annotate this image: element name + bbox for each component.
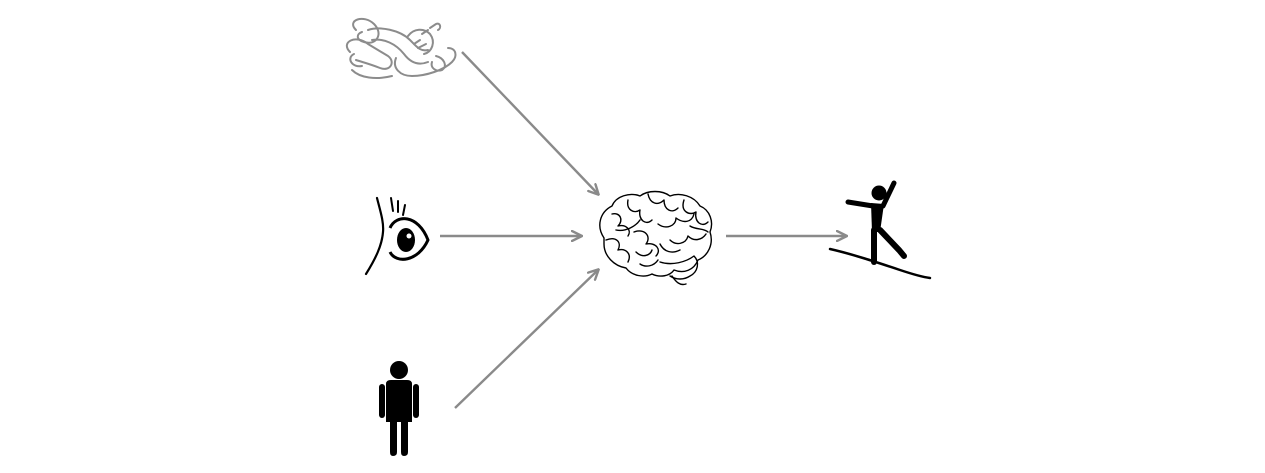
arrow-body-to-brain bbox=[454, 270, 598, 409]
inner-ear-icon bbox=[345, 17, 457, 79]
standing-person-icon bbox=[379, 361, 419, 456]
brain-icon bbox=[599, 190, 713, 286]
arrow-inner-ear-to-brain bbox=[461, 51, 598, 194]
person-balancing-on-line-icon bbox=[828, 180, 932, 280]
eye-icon bbox=[364, 196, 430, 276]
